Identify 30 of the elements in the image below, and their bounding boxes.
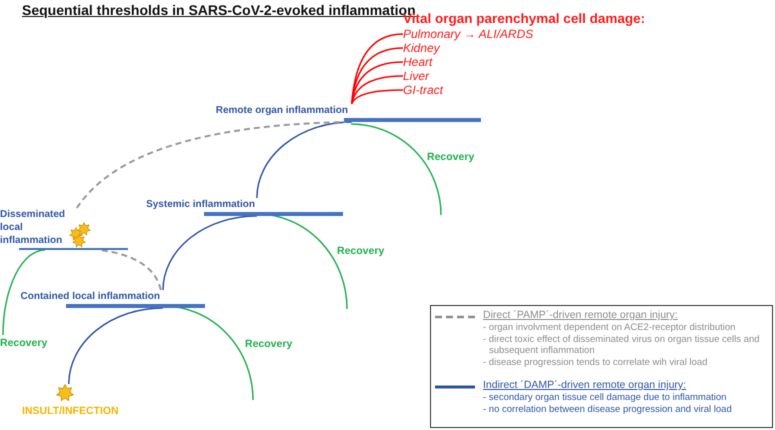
organ-label: Kidney [403,41,440,55]
stage-label: Disseminated local inflammation [0,208,66,247]
legend-note: - direct toxic effect of disseminated virus on organ tissue cells and subsequent inflammation [483,334,761,356]
recovery-label: Recovery [245,338,292,350]
legend-note: - secondary organ tissue cell damage due to inflammation [483,392,728,404]
connector-line [350,75,404,104]
dashed-connector [76,121,346,209]
organ-label: Heart [403,55,432,69]
organ-label: Pulmonary → ALI/ARDS [403,27,534,41]
legend-heading: Direct ´PAMP´-driven remote organ injury: [483,309,679,322]
connector-line [351,89,403,104]
organ-label: GI-tract [403,83,444,97]
legend-note: - disease progression tends to correlate wih viral load [483,356,708,368]
recovery-label: Recovery [0,337,48,349]
connector-line [68,307,164,384]
stage-label: Contained local inflammation [20,290,160,303]
dashed-connector [100,249,162,290]
organ-label: Liver [403,69,430,83]
recovery-label: Recovery [337,245,384,257]
connector-line [350,47,404,104]
connector-line [162,215,257,290]
stage-label: Systemic inflammation [145,198,255,211]
legend-note: - no correlation between disease progression and viral load [483,404,733,415]
insult-label: INSULT/INFECTION [22,405,120,417]
legend-heading: Indirect ´DAMP´-driven remote organ injury: [483,379,688,392]
recovery-label: Recovery [427,151,474,163]
connector-line [256,121,352,198]
legend-note: - organ involvment dependent on ACE2-receptor distribution [483,322,736,334]
connector-line [350,61,404,104]
stage-label: Remote organ inflammation [214,104,348,117]
